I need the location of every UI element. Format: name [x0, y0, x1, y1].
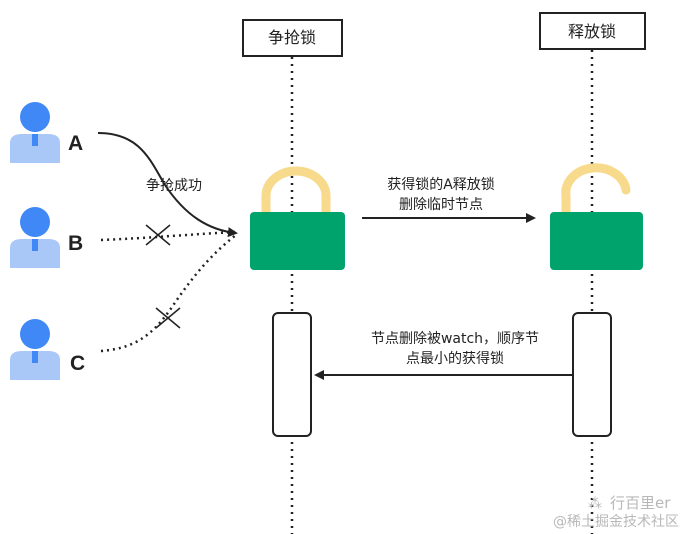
activation-box-release	[572, 312, 612, 437]
locked-padlock-icon	[250, 166, 345, 270]
watermark-logo-icon: ⁂	[588, 496, 602, 512]
cross-icon-c	[155, 307, 181, 329]
watermark-line1: 行百里er	[610, 494, 671, 512]
arrow-c-grab-failed	[100, 234, 237, 353]
grab-success-label: 争抢成功	[146, 177, 202, 194]
arrow-a-grab-success	[97, 132, 238, 238]
unlocked-padlock-icon	[550, 163, 643, 270]
lane-header-grab: 争抢锁	[242, 19, 343, 57]
lane-header-release: 释放锁	[539, 12, 646, 50]
cross-icon-b	[145, 224, 171, 246]
release-message-line2: 删除临时节点	[399, 197, 483, 213]
arrow-b-grab-failed	[100, 230, 237, 242]
watch-message-line2: 点最小的获得锁	[406, 350, 504, 367]
actor-label-c: C	[70, 352, 85, 375]
lane-header-release-label: 释放锁	[568, 22, 616, 41]
person-icon-c	[10, 319, 60, 380]
person-icon-b	[10, 207, 60, 268]
watermark-line2: @稀土掘金技术社区	[553, 514, 679, 530]
watch-message-line1: 节点删除被watch，顺序节	[371, 331, 539, 347]
release-message-line1: 获得锁的A释放锁	[387, 176, 495, 193]
actor-label-b: B	[68, 232, 83, 255]
actor-label-a: A	[68, 132, 83, 155]
person-icon-a	[10, 102, 60, 163]
lane-header-grab-label: 争抢锁	[268, 28, 316, 47]
activation-box-grab	[272, 312, 312, 437]
watermark: ⁂ 行百里er @稀土掘金技术社区	[553, 494, 679, 530]
